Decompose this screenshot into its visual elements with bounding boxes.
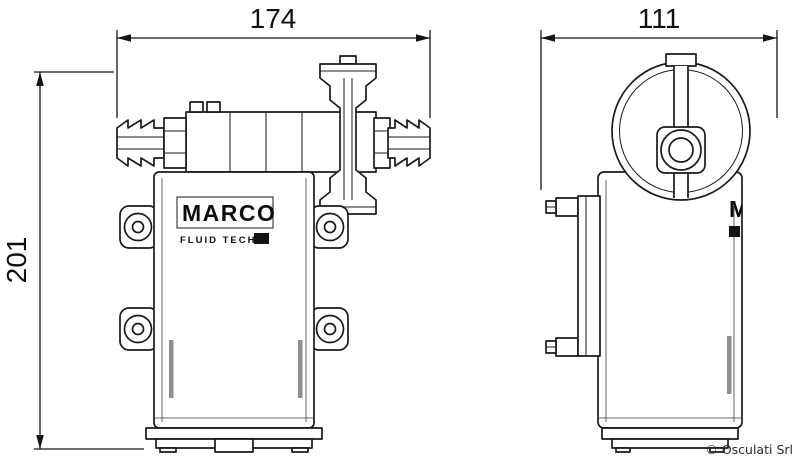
head-top-cap-side [665,53,697,67]
mounting-flange [319,63,377,215]
dimension-front-width: 174 [116,3,431,118]
base-step-side [611,438,729,449]
hex-nut-left [163,117,187,169]
bolt-hole-center [323,220,337,234]
base-foot [159,447,177,453]
height-label: 201 [1,237,32,284]
dimension-side-width: 111 [540,3,778,190]
dim-lines-side-width [540,30,778,190]
brand-name: MARCO [182,200,276,226]
front-width-label: 174 [250,3,297,34]
base-foot [615,447,631,453]
body-shading-lines [154,178,314,422]
base-plate-side [601,427,739,440]
side-width-label: 111 [638,3,681,34]
credit-text: © Osculati Srl [705,442,793,457]
hose-barb-right [387,119,431,167]
arrowhead-icon [36,72,44,86]
arrowhead-icon [117,34,131,42]
head-cap-left [189,101,204,113]
dimension-height: 201 [1,71,144,450]
micro-text-strip [169,340,174,398]
micro-text-strip [298,340,303,398]
nut-left-facets [164,130,186,154]
bolt-hole-center [131,220,145,234]
brand-logo-frame [176,196,274,229]
wrapped-logo-partial: M [729,196,750,237]
side-body-shading [598,180,742,422]
motor-body-side [597,171,743,429]
arrowhead-icon [541,34,555,42]
arrowhead-icon [763,34,777,42]
dim-lines-height [34,71,144,450]
brand-sub: FLUID TECH [180,235,256,246]
bracket-tab-bottom [555,337,579,357]
brand-logo: MARCO FLUID TECH [176,196,276,246]
barb-left-bore-lines [117,136,164,150]
bolt-hole-center [323,322,337,336]
arrowhead-icon [36,435,44,449]
base-stub-front [214,438,254,453]
head-cap-right [206,101,221,113]
dim-lines-front-width [116,30,431,118]
micro-text-strip [727,336,732,394]
barb-right-bore-lines [388,136,430,150]
base-foot [291,447,309,453]
head-segment-lines [229,112,303,172]
brand-logo-chip [254,233,269,244]
base-plate-front [145,427,323,440]
flange-detail-lines [320,70,376,208]
bracket-plate [577,195,601,357]
wrapped-logo-letter: M [729,196,750,222]
hose-barb-left [116,119,165,167]
flange-top-stub [339,55,357,65]
base-foot [709,447,725,453]
wrapped-logo-chip [729,226,740,237]
bolt-hole-center [131,322,145,336]
port-bore [668,137,694,163]
bracket-tab-top [555,197,579,217]
side-view: M [545,53,751,453]
front-view: MARCO FLUID TECH [116,55,431,453]
arrowhead-icon [416,34,430,42]
